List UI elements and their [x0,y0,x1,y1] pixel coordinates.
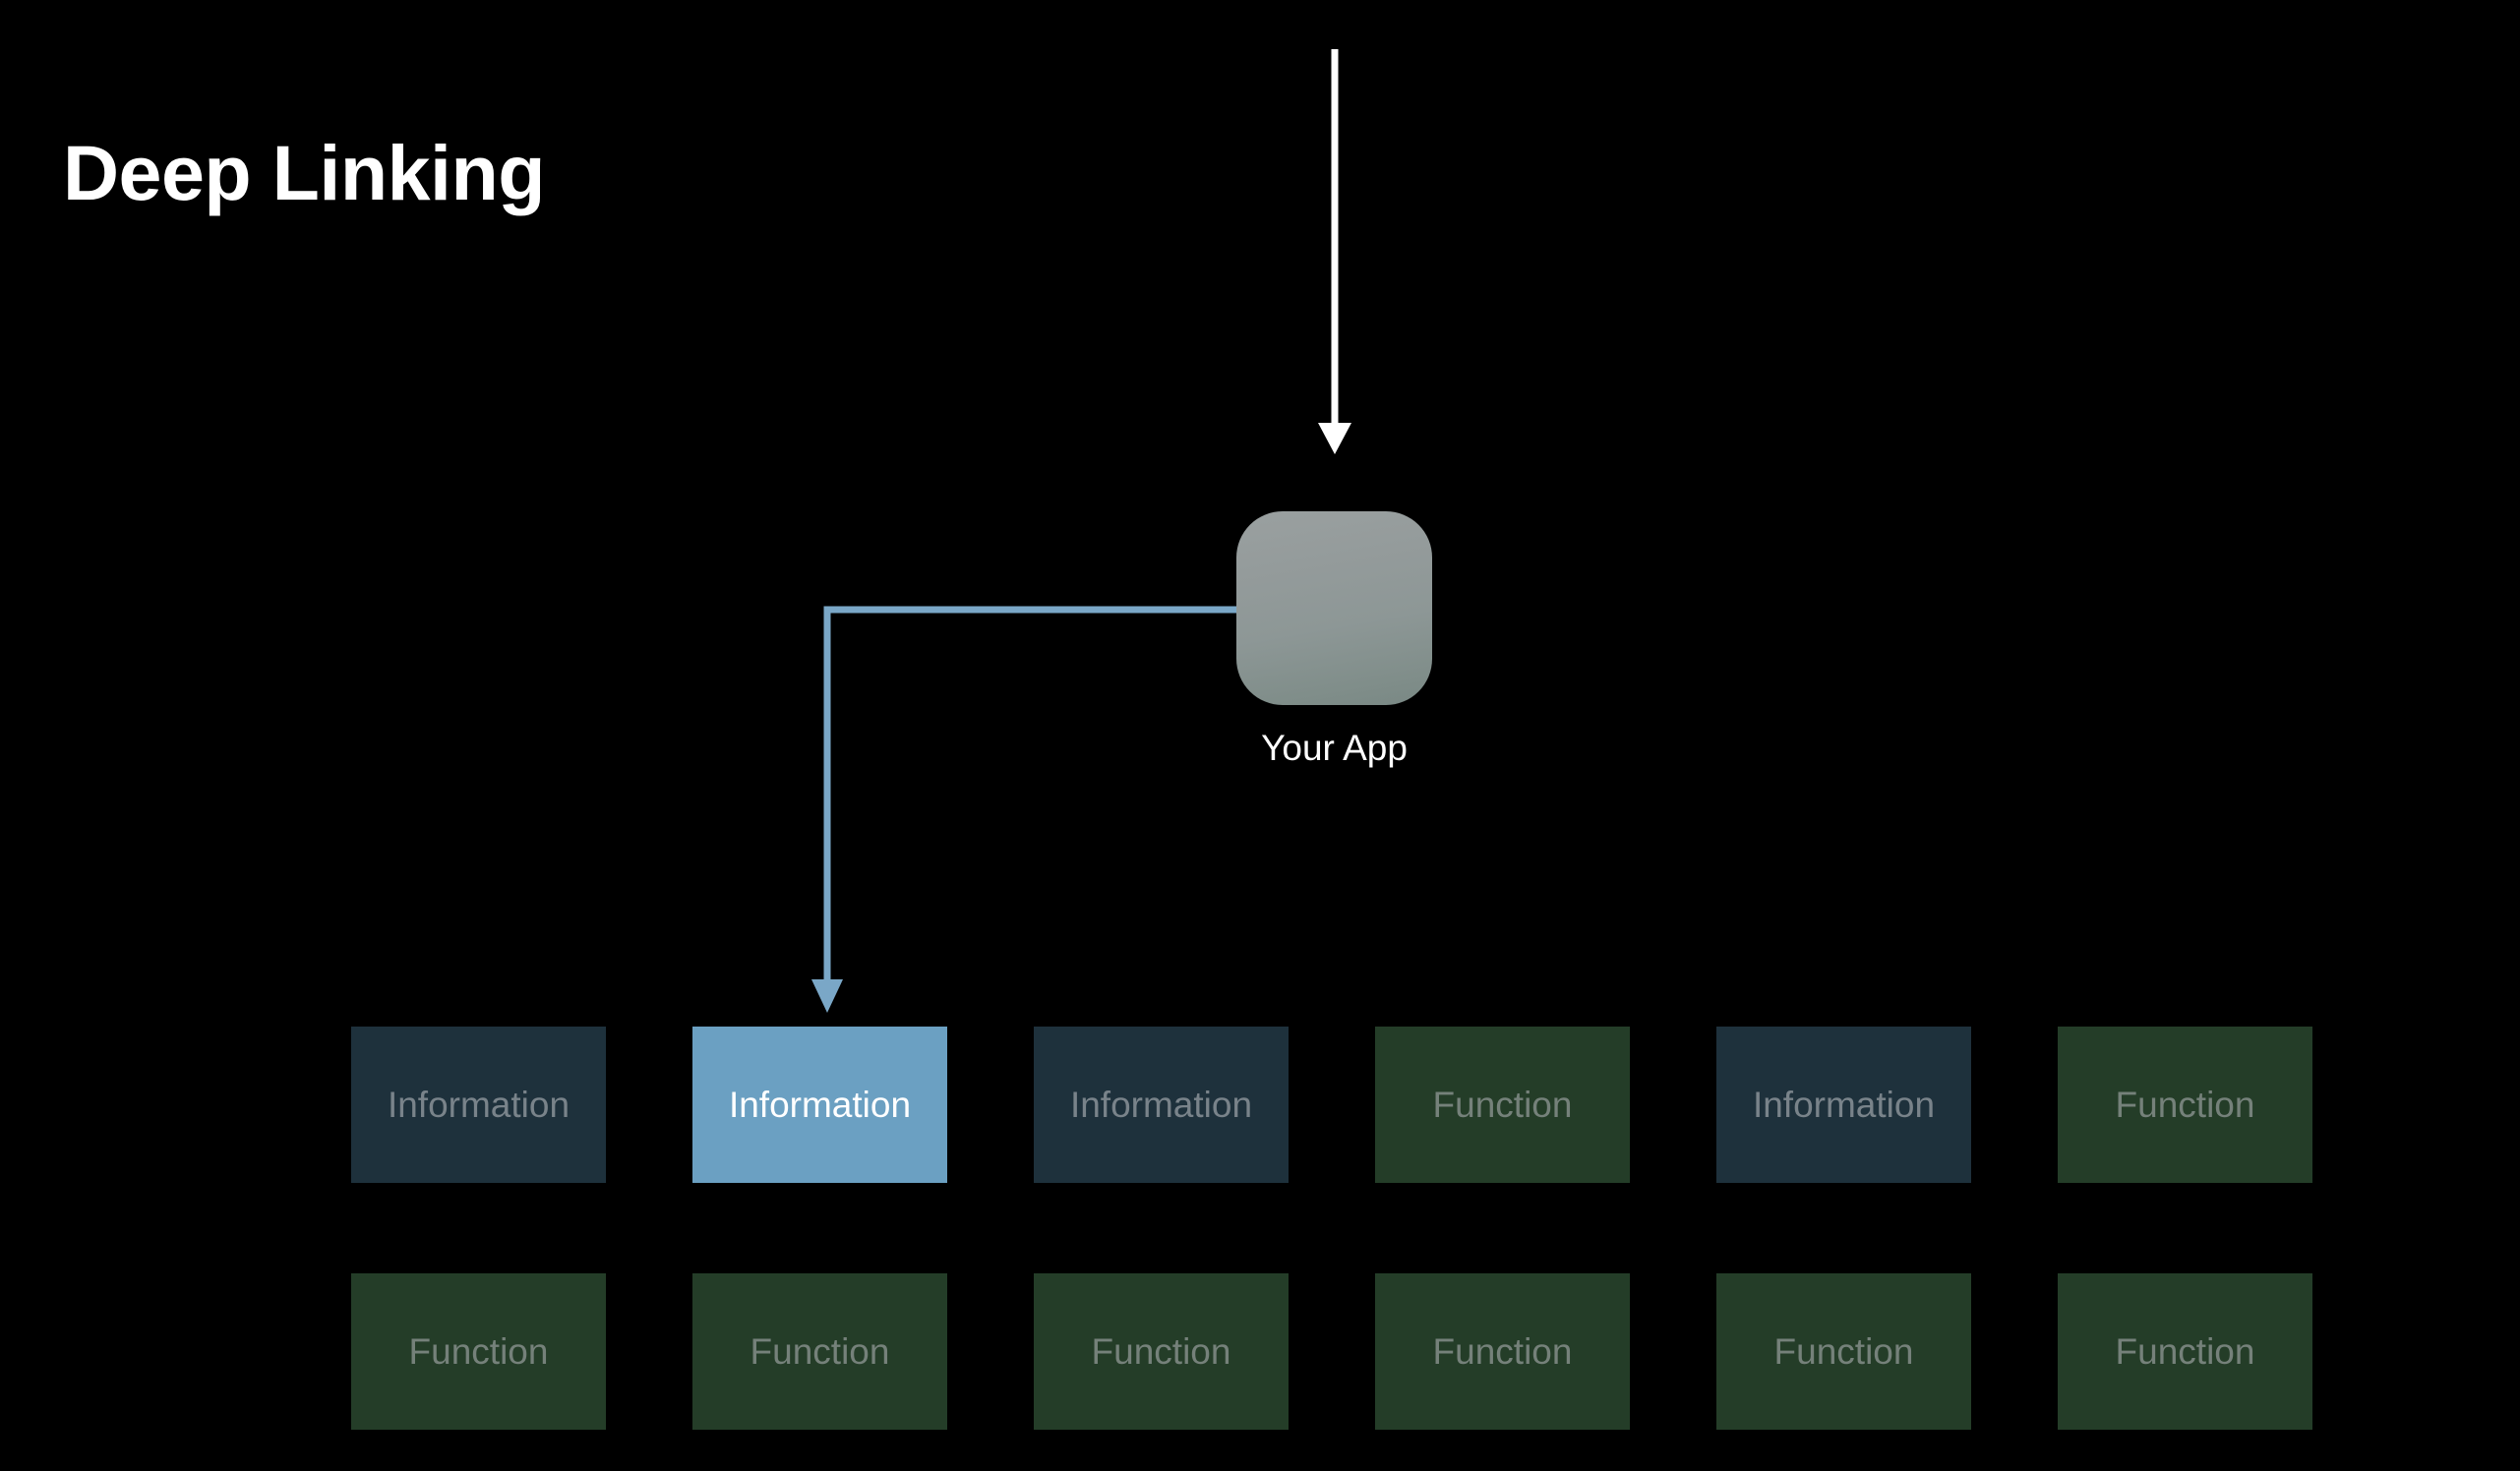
elbow-arrow-icon [811,606,1239,1013]
tile-label: Function [2115,1085,2255,1125]
app-node[interactable]: Your App [1236,511,1432,769]
tile-label: Function [408,1331,549,1372]
tile-function-6[interactable]: Function [2058,1027,2312,1183]
tile-label: Information [387,1085,570,1125]
tile-label: Information [1069,1085,1253,1125]
tile-label: Function [2115,1331,2255,1372]
tile-function-12[interactable]: Function [2058,1273,2312,1430]
tile-label: Function [1091,1331,1231,1372]
deep-link-elbow-arrow [787,580,1298,1042]
tile-label: Function [1432,1331,1573,1372]
tile-label: Function [1432,1085,1573,1125]
incoming-deep-link-arrow [1303,49,1366,462]
app-label: Your App [1261,728,1408,768]
tile-label: Information [728,1085,912,1125]
tile-label: Function [750,1331,890,1372]
tile-label: Information [1752,1085,1936,1125]
tile-information-1[interactable]: Information [351,1027,606,1183]
tile-function-9[interactable]: Function [1034,1273,1289,1430]
tile-information-3[interactable]: Information [1034,1027,1289,1183]
page-title: Deep Linking [63,129,546,216]
tile-function-8[interactable]: Function [692,1273,947,1430]
incoming-arrow-icon [1318,49,1351,454]
tile-function-7[interactable]: Function [351,1273,606,1430]
tile-function-4[interactable]: Function [1375,1027,1630,1183]
tile-function-11[interactable]: Function [1716,1273,1971,1430]
tile-label: Function [1773,1331,1914,1372]
tile-information-5[interactable]: Information [1716,1027,1971,1183]
screen-tile-grid: Information Information Information Func… [351,1027,2312,1430]
tile-information-2-active[interactable]: Information [692,1027,947,1183]
tile-function-10[interactable]: Function [1375,1273,1630,1430]
app-icon[interactable] [1236,511,1432,705]
